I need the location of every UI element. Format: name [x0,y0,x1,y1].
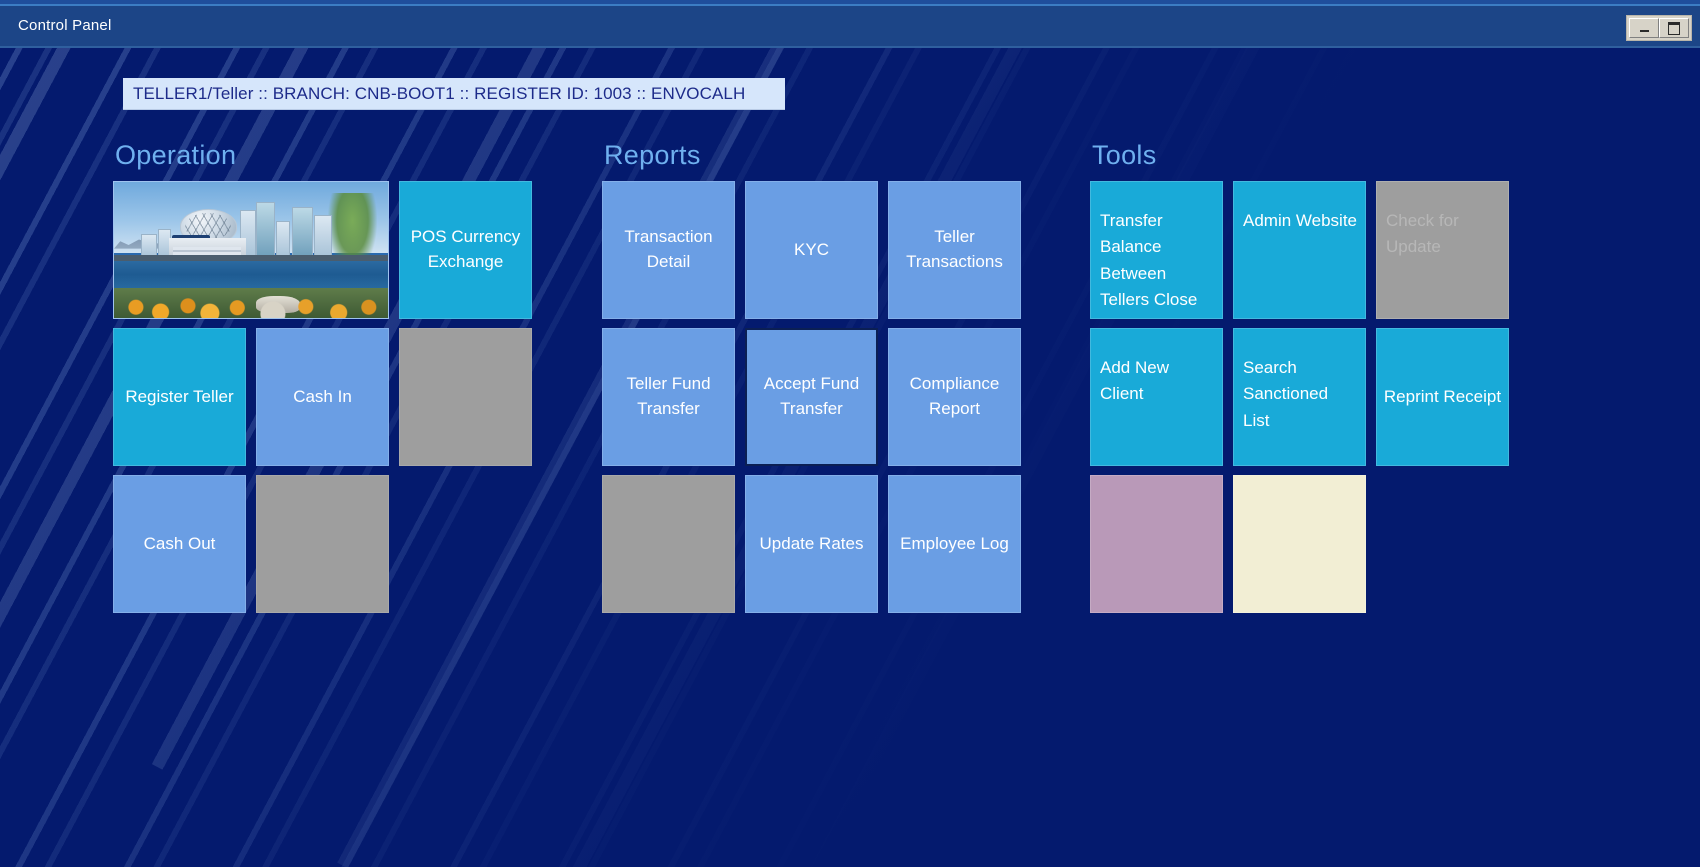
tile-cash-in-label: Cash In [293,386,352,406]
tile-empty-tools-2 [1233,475,1366,613]
tile-branch-photo[interactable] [113,181,389,319]
tile-register-teller-label: Register Teller [125,386,234,406]
tile-pos-currency-exchange[interactable]: POS Currency Exchange [399,181,532,319]
tile-cash-out-label: Cash Out [143,533,216,553]
window-title: Control Panel [18,17,112,34]
tile-search-sanctioned-list[interactable]: Search Sanctioned List [1233,328,1366,466]
minimize-button[interactable] [1629,18,1659,38]
tile-empty-tools-1 [1090,475,1223,613]
tile-reprint-receipt-label: Reprint Receipt [1383,386,1502,406]
tile-pos-currency-exchange-label: POS Currency Exchange [410,227,521,271]
photo-tower-5 [314,215,333,259]
tile-transfer-balance-between-tellers-close-cash[interactable]: Transfer Balance Between Tellers Close C… [1090,181,1223,319]
tile-register-teller[interactable]: Register Teller [113,328,246,466]
tile-check-for-update-label: Check for Update [1386,211,1459,257]
group-title-reports: Reports [604,140,701,170]
session-info-bar: TELLER1/Teller :: BRANCH: CNB-BOOT1 :: R… [123,78,785,109]
tile-cash-in[interactable]: Cash In [256,328,389,466]
photo-tower-2 [256,201,275,259]
tile-teller-fund-transfer[interactable]: Teller Fund Transfer [602,328,735,466]
tile-grid-reports: Transaction Detail KYC Teller Transactions… [602,181,1021,613]
tile-transaction-detail-label: Transaction Detail [624,227,713,271]
maximize-icon [1668,21,1680,35]
title-bar: Control Panel [0,6,1700,48]
photo-flowers [114,290,388,318]
tile-kyc-label: KYC [794,239,829,259]
tile-update-rates-label: Update Rates [759,533,864,553]
tile-search-sanctioned-list-label: Search Sanctioned List [1243,358,1329,430]
tile-add-new-client-label: Add New Client [1100,358,1169,404]
group-tools: Tools Transfer Balance Between Tellers C… [1090,140,1509,613]
tile-compliance-report-label: Compliance Report [909,374,1000,418]
window-top-edge [0,0,1700,5]
tile-admin-website-label: Admin Website [1243,211,1358,230]
tile-reprint-receipt[interactable]: Reprint Receipt [1376,328,1509,466]
tile-teller-fund-transfer-label: Teller Fund Transfer [626,374,711,418]
tile-teller-transactions-label: Teller Transactions [906,227,1003,271]
tile-update-rates[interactable]: Update Rates [745,475,878,613]
tile-empty-op-1 [399,328,532,466]
tile-check-for-update: Check for Update [1376,181,1509,319]
tile-grid-tools: Transfer Balance Between Tellers Close C… [1090,181,1509,613]
group-title-operation: Operation [115,140,237,170]
tile-teller-transactions[interactable]: Teller Transactions [888,181,1021,319]
tile-empty-rep-1 [602,475,735,613]
tile-add-new-client[interactable]: Add New Client [1090,328,1223,466]
tile-employee-log-label: Employee Log [900,533,1009,553]
group-title-tools: Tools [1092,140,1157,170]
photo-canvas [114,182,388,318]
photo-quay [114,255,388,261]
photo-building-base [168,237,246,259]
tile-cash-out[interactable]: Cash Out [113,475,246,613]
session-info-text: TELLER1/Teller :: BRANCH: CNB-BOOT1 :: R… [133,83,746,103]
group-reports: Reports Transaction Detail KYC Teller Tran… [602,140,1021,613]
tile-empty-op-2 [256,475,389,613]
photo-tower-3 [275,220,290,259]
tile-compliance-report[interactable]: Compliance Report [888,328,1021,466]
minimize-icon [1639,30,1649,32]
window-top-highlight [0,4,1700,6]
photo-tower-4 [292,207,314,259]
window-controls [1626,15,1692,41]
maximize-button[interactable] [1659,18,1689,38]
tile-transaction-detail[interactable]: Transaction Detail [602,181,735,319]
tile-kyc[interactable]: KYC [745,181,878,319]
tile-admin-website[interactable]: Admin Website [1233,181,1366,319]
tile-transfer-balance-between-tellers-close-cash-label: Transfer Balance Between Tellers Close C… [1100,211,1198,318]
tile-employee-log[interactable]: Employee Log [888,475,1021,613]
photo-water [114,258,388,294]
tile-accept-fund-transfer[interactable]: Accept Fund Transfer [745,328,878,466]
tile-accept-fund-transfer-label: Accept Fund Transfer [763,374,860,418]
